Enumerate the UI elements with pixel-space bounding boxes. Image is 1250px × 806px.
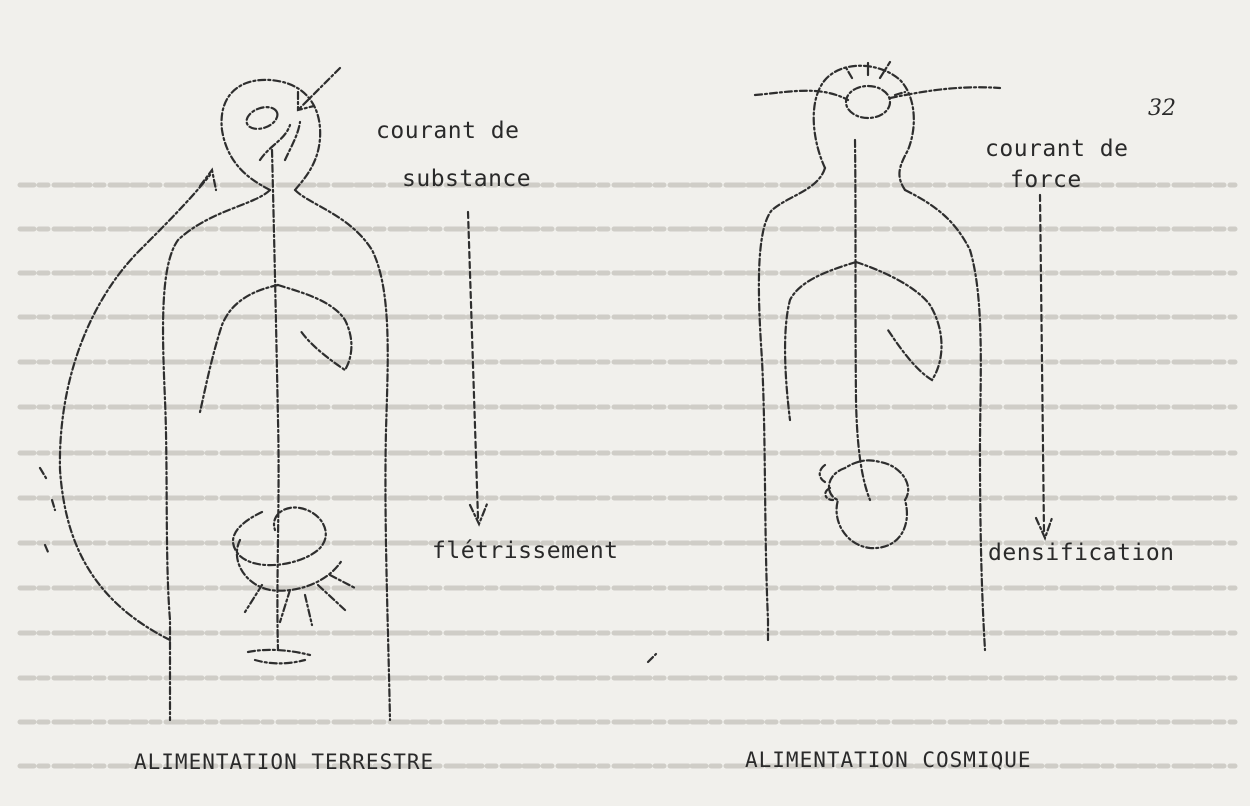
left-label-current-line2: substance	[402, 166, 531, 192]
left-label-current-line1: courant de	[376, 118, 519, 144]
left-caption: ALIMENTATION TERRESTRE	[134, 750, 434, 774]
right-label-current-line1: courant de	[985, 136, 1128, 162]
page-number: 32	[1148, 96, 1176, 121]
right-label-current-line2: force	[1010, 167, 1082, 193]
right-caption: ALIMENTATION COSMIQUE	[745, 748, 1032, 772]
left-label-bottom: flétrissement	[432, 538, 619, 564]
right-label-bottom: densification	[988, 540, 1175, 566]
